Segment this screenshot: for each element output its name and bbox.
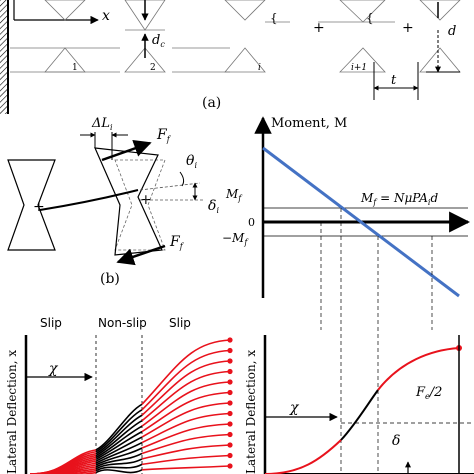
moment-plot: Moment, M Mf 0 −Mf Mf = NμPAid (222, 116, 471, 474)
block-2 (124, 0, 166, 73)
plus-a-2: + (402, 20, 414, 36)
zero-label: 0 (248, 216, 255, 229)
block-i-plus-1 (318, 0, 395, 73)
block-i (224, 0, 290, 73)
deflection-curve-end-marker (227, 347, 233, 354)
deflection-curve-nonslip-segment (95, 463, 143, 472)
deflection-curve-slip-segment (141, 381, 231, 427)
deflection-curve-end-marker (227, 463, 233, 469)
deflection-right-plot: Lateral Deflection, x χ δ Fe/2 (244, 335, 474, 474)
panel-a: x 1 dc 2 { i + (0, 0, 461, 114)
deflection-curve-end-marker (227, 379, 233, 385)
deflection-curve-end-marker (227, 410, 233, 417)
block-label-2: 2 (150, 63, 156, 73)
block-label-i: i (258, 63, 261, 73)
deflection-curve-end-marker (227, 431, 233, 438)
deflection-curve-end-marker (227, 358, 233, 364)
rotated-axis (139, 182, 201, 191)
caption-a: (a) (202, 95, 221, 111)
deflection-curve-slip-segment (141, 360, 231, 416)
delta-label: δi (208, 198, 219, 215)
deflection-curve-family (29, 337, 233, 474)
nonslip-label: Non-slip (98, 316, 147, 330)
deflection-curve-end-marker (227, 389, 233, 396)
right-chi-label: χ (289, 400, 300, 416)
block-label-1: 1 (72, 63, 78, 73)
deflection-left-plot: Lateral Deflection, x Slip Non-slip Slip… (5, 316, 233, 474)
deflection-curve-nonslip-segment (95, 447, 143, 466)
deflection-curve-slip-segment (141, 454, 231, 466)
deflection-curve-slip-segment (141, 465, 231, 471)
deflection-curve-end-marker (227, 442, 233, 448)
moment-axis-title: Moment, M (271, 116, 347, 131)
plus-b-left: + (33, 199, 45, 215)
deflection-curve-slip-segment (141, 349, 231, 411)
deflection-curve-nonslip-segment (95, 458, 143, 470)
deflection-curve-slip-segment (30, 471, 97, 474)
deflection-curve-slip-segment (141, 444, 231, 460)
right-curve-slip-2 (377, 347, 460, 391)
right-axis-title: Lateral Deflection, x (244, 350, 258, 474)
force-bottom-label: Ff (169, 234, 185, 251)
deflection-curve-nonslip-segment (95, 436, 143, 462)
theta-label: θi (186, 153, 197, 170)
deflection-curve-end-marker (227, 421, 233, 427)
deflection-curve-nonslip-segment (95, 414, 143, 455)
deflection-curve-nonslip-segment (95, 441, 143, 464)
mf-equation: Mf = NμPAid (360, 191, 438, 207)
break-mark-1: { (270, 11, 278, 25)
deflection-curve-nonslip-segment (95, 469, 143, 474)
right-delta-label: δ (392, 433, 400, 449)
deflection-curve-end-marker (227, 337, 233, 343)
deflection-curve-end-marker (227, 400, 233, 406)
block-label-i-plus-1: i+1 (351, 63, 367, 73)
deflection-curve-slip-segment (141, 370, 231, 422)
block-1 (10, 0, 120, 73)
caption-b: (b) (100, 271, 120, 287)
deflection-curve-slip-segment (141, 433, 231, 455)
force-bottom-arrow (116, 244, 166, 266)
neg-mf-label: −Mf (222, 231, 249, 247)
deflection-curve-nonslip-segment (95, 409, 143, 453)
right-curve-slip-1 (264, 439, 342, 474)
right-curve-nonslip (340, 389, 379, 441)
deflection-curve-nonslip-segment (95, 430, 143, 461)
left-chi-label: χ (48, 361, 59, 377)
deflection-curve-slip-segment (141, 412, 231, 444)
mf-label: Mf (225, 187, 243, 203)
panel-b: + + θi δi ΔLi Ff Ff (b) (7, 116, 219, 287)
left-block (7, 159, 56, 251)
deflection-curve-slip-segment (141, 423, 231, 449)
d-label: d (448, 24, 456, 39)
deflection-curve-slip-segment (141, 402, 231, 438)
fixed-support (0, 0, 7, 114)
deflection-curve-nonslip-segment (95, 452, 143, 468)
t-label: t (391, 73, 397, 88)
theta-arc (179, 171, 185, 187)
deflection-curve-nonslip-segment (95, 425, 143, 459)
dc-label: dc (152, 33, 165, 49)
deflection-curve-slip-segment (141, 339, 231, 405)
deflection-curve-nonslip-segment (95, 419, 143, 457)
deflection-curve-slip-segment (141, 391, 231, 433)
plus-a-1: + (313, 20, 325, 36)
deflected-axis (39, 189, 139, 211)
rotated-block (94, 147, 163, 256)
slip-label-right: Slip (169, 316, 191, 330)
force-top-label: Ff (156, 127, 172, 144)
fe-label: Fe/2 (415, 385, 442, 401)
force-top-arrow (101, 140, 152, 162)
break-mark-2: { (366, 11, 374, 25)
left-axis-title: Lateral Deflection, x (5, 350, 19, 474)
deflection-curve-end-marker (227, 452, 233, 459)
delta-L-label: ΔLi (91, 116, 113, 132)
original-block-outline (114, 159, 166, 251)
deflection-curve-nonslip-segment (95, 403, 143, 451)
moment-line (262, 146, 460, 298)
x-label: x (102, 8, 110, 24)
slip-label-left: Slip (40, 316, 62, 330)
deflection-curve-end-marker (227, 368, 233, 375)
